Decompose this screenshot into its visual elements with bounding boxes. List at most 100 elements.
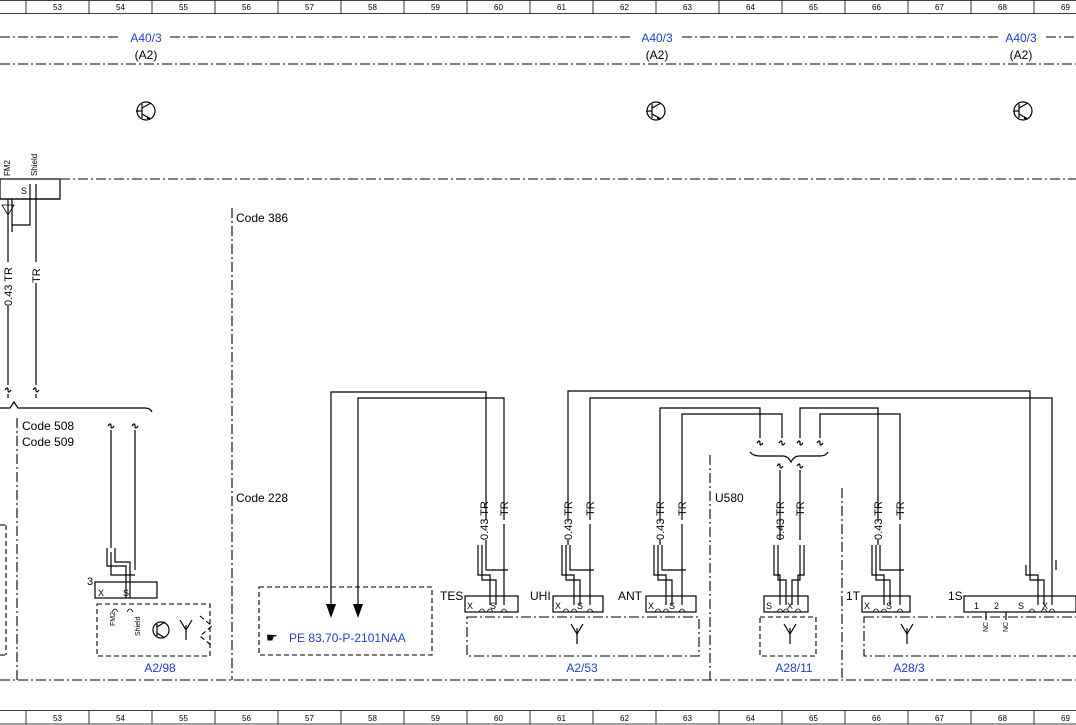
- ruler-number: 58: [368, 714, 377, 723]
- connector-3-label: 3: [87, 576, 93, 588]
- pin-1: 1: [974, 601, 979, 611]
- pin-x: X: [648, 601, 654, 611]
- ruler-number: 68: [998, 714, 1007, 723]
- wire-label: TR: [895, 501, 907, 516]
- antenna-icon: [783, 623, 797, 644]
- ruler-number: 53: [53, 3, 62, 12]
- wire-label: TR: [795, 501, 807, 516]
- code-u580: U580: [715, 491, 744, 505]
- ruler-number: 60: [494, 3, 503, 12]
- pin-contact: [1040, 608, 1048, 613]
- code-508: Code 508: [22, 419, 74, 433]
- amplifier-icon: [1013, 101, 1033, 121]
- nc-label: NC: [983, 622, 990, 632]
- ruler-number: 57: [305, 3, 314, 12]
- wire-labels: 0.43 TR TR 0.43 TR TR 0.43 TR TR 0.43 TR…: [479, 501, 907, 540]
- shield-label: Shield: [135, 616, 142, 636]
- a2-98-label: A2/98: [144, 661, 176, 675]
- module-sublabel: (A2): [135, 48, 158, 62]
- amplifier-icon: [136, 101, 156, 121]
- wire-label: 0.43 TR: [3, 267, 15, 306]
- pin-s: S: [123, 588, 129, 598]
- connector-label: ANT: [618, 589, 643, 603]
- pin-contact: [782, 608, 790, 613]
- shielded-pairs: [477, 524, 1057, 605]
- ruler-number: 69: [1061, 3, 1070, 12]
- wire-label: TR: [677, 501, 689, 516]
- amplifier-icon: [646, 101, 666, 121]
- connector-label: UHI: [530, 589, 551, 603]
- shield-label: Shield: [30, 154, 39, 176]
- pin-contact: [126, 608, 134, 613]
- pin-s: S: [766, 601, 772, 611]
- wire-label: 0.43 TR: [775, 501, 787, 540]
- pin-contact: [1028, 608, 1036, 613]
- connector-tes: TES X S: [440, 589, 519, 613]
- ruler-number: 68: [998, 3, 1007, 12]
- ruler-number: 69: [1061, 714, 1070, 723]
- ruler-number: 60: [494, 714, 503, 723]
- module-label: A40/3: [1005, 31, 1037, 45]
- ruler-number: 53: [53, 714, 62, 723]
- pin-contact: [500, 608, 508, 613]
- connector-ant: ANT X S: [618, 589, 697, 613]
- connector-uhi: UHI X S: [530, 589, 604, 613]
- pin-x: X: [467, 601, 473, 611]
- ruler-number: 65: [809, 3, 818, 12]
- module-label: A40/3: [130, 31, 162, 45]
- wire-label: 0.43 TR: [563, 501, 575, 540]
- code-386: Code 386: [236, 211, 288, 225]
- code-509: Code 509: [22, 435, 74, 449]
- connector-label: 1T: [846, 589, 861, 603]
- ruler-number: 66: [872, 3, 881, 12]
- module-sublabel: (A2): [646, 48, 669, 62]
- reference-link[interactable]: PE 83.70-P-2101NAA: [289, 631, 406, 645]
- wire-label: 0.43 TR: [655, 501, 667, 540]
- ruler-number: 65: [809, 714, 818, 723]
- amplifier-icon: [152, 621, 170, 639]
- pin-contact: [1048, 608, 1056, 613]
- pin-contact: [111, 608, 119, 613]
- ruler-number: 54: [116, 3, 125, 12]
- ruler-number: 63: [683, 3, 692, 12]
- wire-label: TR: [585, 501, 597, 516]
- component-a28-3: A28/3: [863, 616, 1076, 675]
- ruler-number: 62: [620, 3, 629, 12]
- pin-contacts: [111, 608, 1056, 613]
- antenna-icon: [570, 623, 584, 644]
- module-sublabel: (A2): [1010, 48, 1033, 62]
- ruler-number: 61: [557, 714, 566, 723]
- fm2-label: FM2: [110, 612, 117, 626]
- ruler-number: 55: [179, 714, 188, 723]
- pin-s: S: [669, 601, 675, 611]
- wire-label: TR: [31, 268, 43, 283]
- pin-contact: [486, 608, 494, 613]
- component-a28-11: A28/11: [759, 616, 817, 675]
- pin-contact: [896, 608, 904, 613]
- ruler-number: 58: [368, 3, 377, 12]
- upper-wires: [567, 390, 1053, 570]
- connector-label: TES: [440, 589, 463, 603]
- pin-x: X: [787, 601, 793, 611]
- pin-x: X: [555, 601, 561, 611]
- pin-x: X: [864, 601, 870, 611]
- ruler-number: 67: [935, 3, 944, 12]
- pin-contact: [776, 608, 784, 613]
- ruler-number: 59: [431, 714, 440, 723]
- ruler-number: 63: [683, 714, 692, 723]
- module-band: A40/3 (A2) A40/3 (A2) A40/3 (A2): [0, 31, 1076, 65]
- a2-53-label: A2/53: [566, 661, 598, 675]
- pin-contact: [478, 608, 486, 613]
- pin-contact: [562, 608, 570, 613]
- pin-contact: [880, 608, 888, 613]
- ruler-number: 54: [116, 714, 125, 723]
- pin-contact: [872, 608, 880, 613]
- ruler-number: 62: [620, 714, 629, 723]
- connector-a28-11: S X: [763, 595, 809, 613]
- a28-11-label: A28/11: [775, 661, 812, 675]
- component-a2-53: A2/53: [466, 616, 700, 675]
- antenna-icon: [179, 619, 193, 640]
- ruler-number: 55: [179, 3, 188, 12]
